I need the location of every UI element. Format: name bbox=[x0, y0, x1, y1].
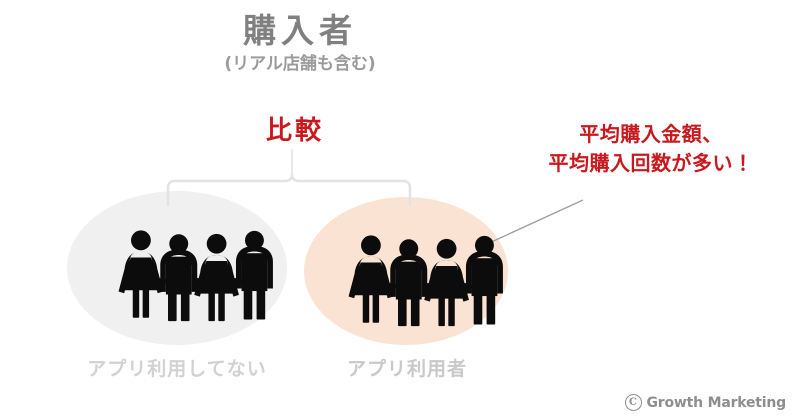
page-subtitle: (リアル店舗も含む) bbox=[224, 53, 376, 74]
compare-label: 比較 bbox=[265, 116, 324, 146]
copyright-icon: C bbox=[624, 394, 642, 411]
brand-footer: C Growth Marketing bbox=[624, 394, 787, 411]
annotation-callout: 平均購入金額、 平均購入回数が多い！ bbox=[505, 120, 797, 178]
group-caption-non-app-users: アプリ利用してない bbox=[87, 358, 267, 380]
brand-name: Growth Marketing bbox=[646, 394, 787, 411]
annotation-leader-line bbox=[486, 199, 584, 245]
group-caption-app-users: アプリ利用者 bbox=[346, 358, 467, 380]
annotation-line-2: 平均購入回数が多い！ bbox=[548, 151, 754, 175]
title-block: 購入者 (リアル店舗も含む) bbox=[0, 12, 600, 74]
page-title: 購入者 bbox=[243, 11, 357, 50]
annotation-line-1: 平均購入金額、 bbox=[579, 122, 723, 146]
